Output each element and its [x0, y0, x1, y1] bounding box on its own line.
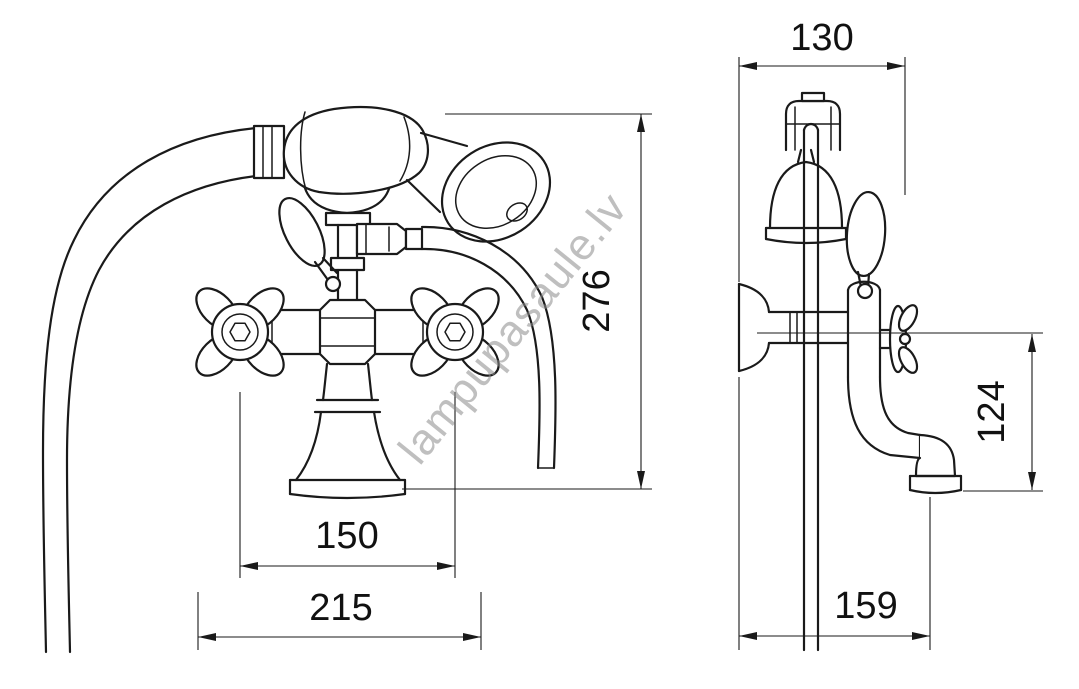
wall-flange: [737, 282, 771, 373]
center-hex-mount: [318, 298, 377, 366]
shower-hose-left: [41, 126, 258, 654]
front-view: 150 215 276: [41, 106, 652, 654]
dim-label-276: 276: [576, 269, 618, 332]
handset-connector: [252, 124, 286, 180]
diverter-outlet-nut: [355, 222, 424, 256]
cross-handle-side: [878, 304, 919, 374]
diverter-lever: [278, 197, 342, 293]
cross-handle-right: [410, 287, 500, 377]
shower-holder-bracket: [784, 91, 842, 152]
handset-grip: [282, 106, 429, 195]
body-tube: [767, 310, 850, 345]
dim-label-150: 150: [315, 515, 378, 557]
shower-hose-right: [420, 225, 557, 470]
dim-label-159: 159: [834, 585, 897, 627]
dimension-side-top-width: 130: [738, 17, 906, 282]
tub-spout-front: [288, 362, 407, 500]
lever-handle-side: [845, 190, 887, 300]
tub-spout-side: [846, 375, 963, 495]
dimension-overall-width: 215: [197, 587, 482, 650]
shower-head-side: [764, 148, 848, 245]
dimension-handle-spacing: 150: [239, 392, 456, 578]
dim-label-124: 124: [971, 380, 1013, 443]
cross-handle-left: [195, 287, 285, 377]
dimension-spout-drop: 124: [757, 332, 1043, 492]
dim-label-215: 215: [309, 587, 372, 629]
dim-label-130: 130: [790, 17, 853, 59]
side-view: 130 124 159: [737, 17, 1043, 652]
shower-head-front: [405, 131, 552, 243]
dimension-height: 276: [402, 113, 652, 490]
dimension-side-bottom-depth: 159: [738, 377, 931, 650]
